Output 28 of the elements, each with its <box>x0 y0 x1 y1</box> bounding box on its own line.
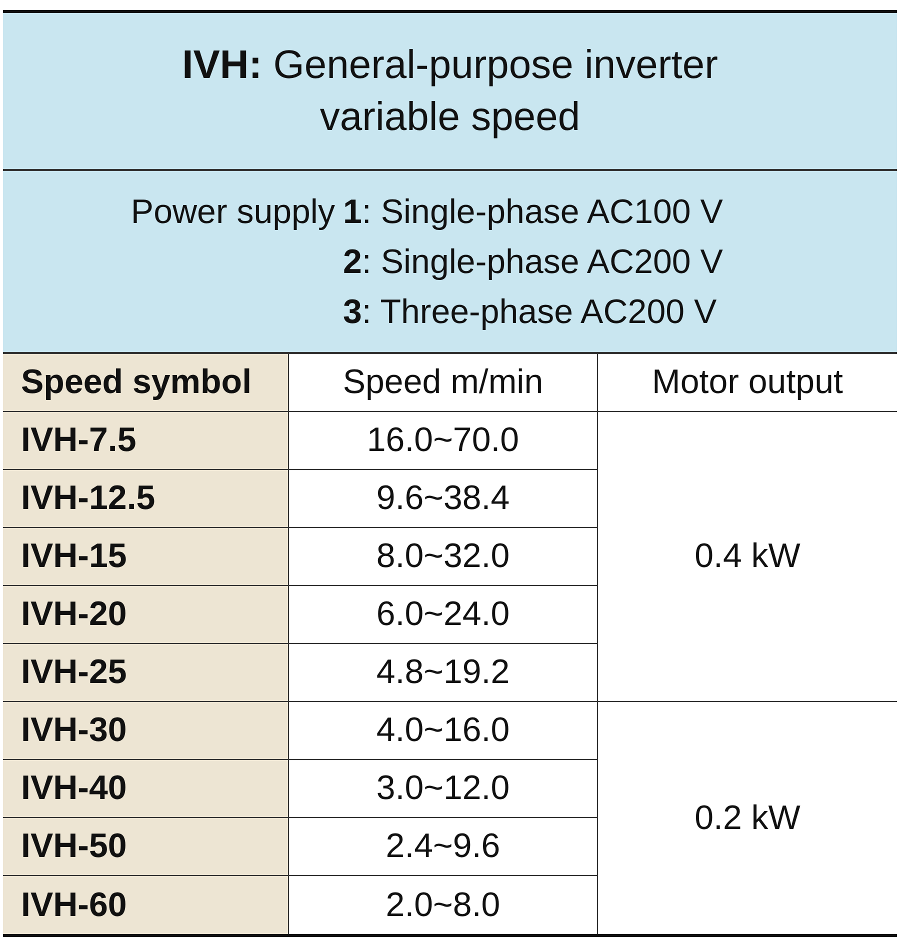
column-header: Speed m/min <box>288 354 597 412</box>
table-cell: 8.0~32.0 <box>288 528 597 586</box>
table-cell: 2.0~8.0 <box>288 876 597 934</box>
table-cell: 16.0~70.0 <box>288 412 597 470</box>
table-cell: 4.8~19.2 <box>288 644 597 702</box>
table-cell: 0.4 kW <box>597 412 897 702</box>
power-supply-option: 2: Single-phase AC200 V <box>343 237 897 287</box>
power-supply-label: Power supply <box>130 192 336 233</box>
table-cell: IVH-40 <box>3 760 288 818</box>
table-cell: IVH-12.5 <box>3 470 288 528</box>
table-cell: 2.4~9.6 <box>288 818 597 876</box>
table-cell: IVH-15 <box>3 528 288 586</box>
power-supply-option: 1: Single-phase AC100 V <box>343 187 897 237</box>
table-cell: 4.0~16.0 <box>288 702 597 760</box>
column-header: Speed symbol <box>3 354 288 412</box>
table-cell: IVH-7.5 <box>3 412 288 470</box>
table-cell: IVH-50 <box>3 818 288 876</box>
table-cell: 9.6~38.4 <box>288 470 597 528</box>
table-cell: IVH-60 <box>3 876 288 934</box>
table-cell: 0.2 kW <box>597 702 897 934</box>
title: IVH: General-purpose inverter variable speed <box>181 42 719 141</box>
table-cell: IVH-25 <box>3 644 288 702</box>
power-supply-option: 3: Three-phase AC200 V <box>343 287 897 337</box>
column-header: Motor output <box>597 354 897 412</box>
table-cell: IVH-20 <box>3 586 288 644</box>
table-cell: IVH-30 <box>3 702 288 760</box>
table-cell: 3.0~12.0 <box>288 760 597 818</box>
table-cell: 6.0~24.0 <box>288 586 597 644</box>
